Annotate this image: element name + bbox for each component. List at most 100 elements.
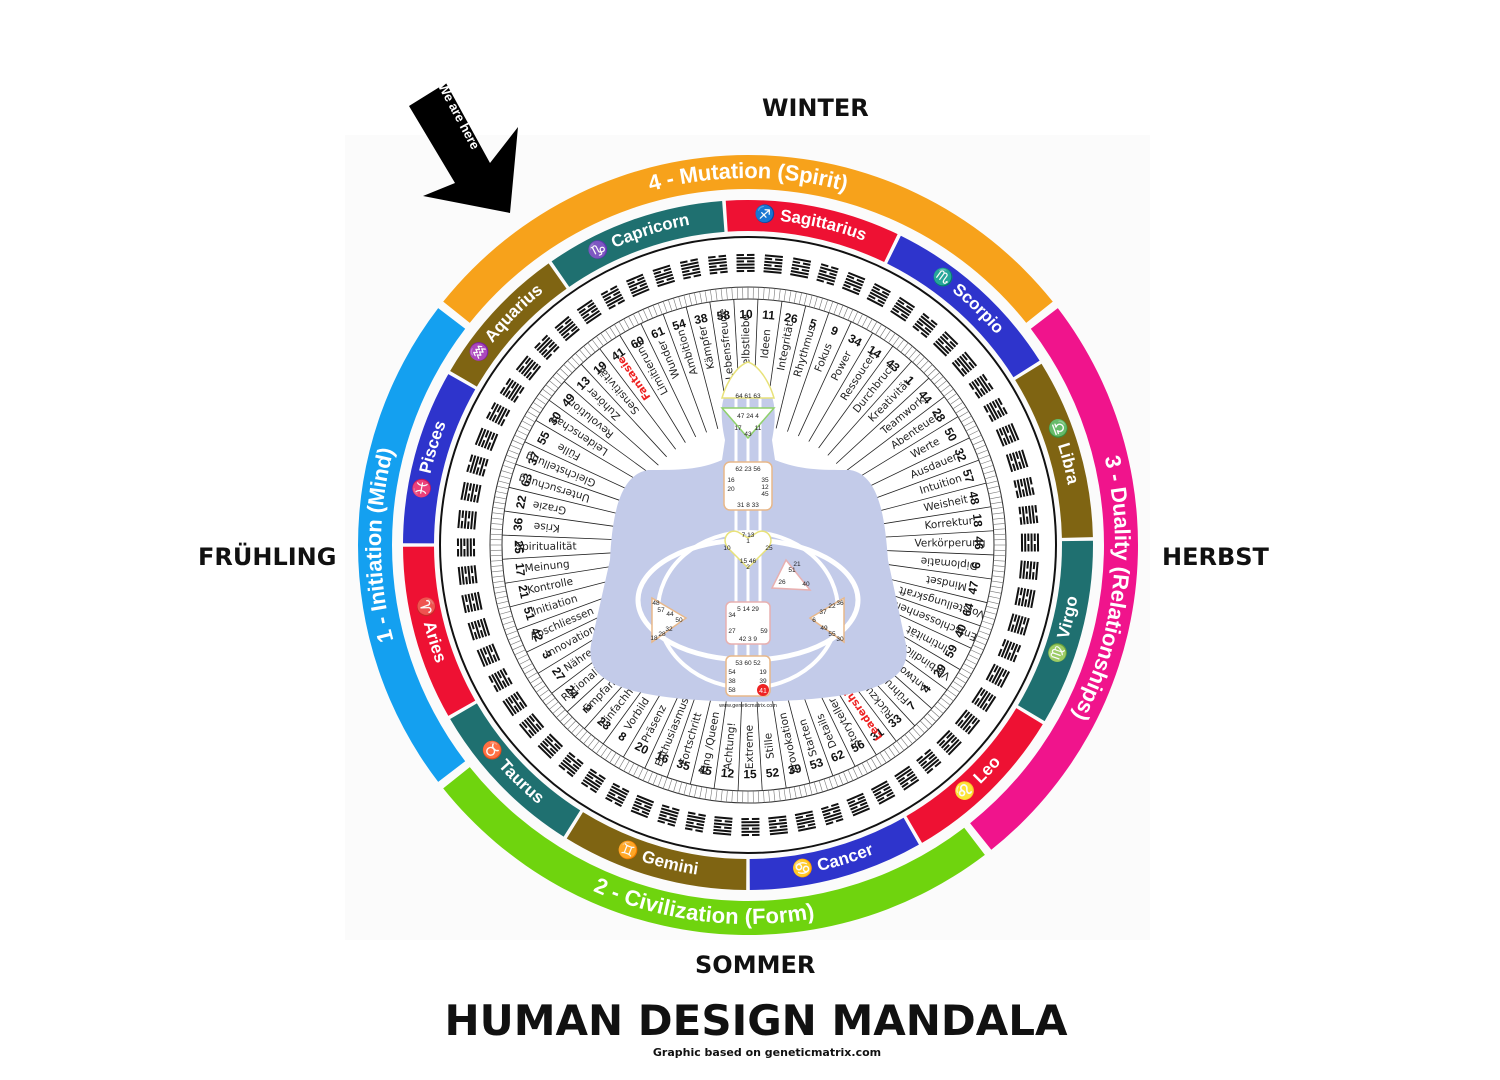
gate-number: 64: [959, 601, 976, 618]
zodiac-segment-sagittarius: [725, 200, 898, 263]
gate-number: 55: [534, 429, 553, 448]
gate-number: 34: [846, 331, 865, 350]
hexagram-icon: [846, 792, 870, 817]
hexagram-icon: [995, 423, 1020, 447]
gate-number: 12: [720, 766, 735, 781]
hexagram-icon: [820, 802, 844, 826]
gate-label: 44: [666, 611, 674, 618]
gate-keyword: Verkörperung: [914, 537, 985, 550]
gate-label: 40: [802, 581, 810, 588]
hexagram-icon: [679, 258, 702, 280]
gate-label: 37: [819, 609, 827, 616]
quarter-segment: [358, 308, 466, 782]
gate-label: 15 46: [740, 558, 757, 565]
gate-number: 20: [633, 739, 652, 758]
gate-label: 27: [728, 628, 736, 635]
season-label-autumn: HERBST: [1162, 543, 1269, 571]
gate-number: 60: [628, 333, 647, 352]
hexagram-icon: [763, 254, 783, 274]
gate-label: 28: [658, 631, 666, 638]
gate-number: 39: [787, 761, 803, 777]
gate-number: 10: [739, 307, 753, 321]
gate-label: 38: [728, 678, 736, 685]
hexagram-icon: [684, 811, 706, 833]
gate-label: 21: [793, 561, 801, 568]
gate-label: 1: [746, 538, 750, 545]
hexagram-icon: [474, 427, 499, 452]
zodiac-segment-aries: [403, 546, 476, 716]
gate-keyword: Korrektur: [924, 515, 974, 532]
gate-label: 48: [652, 600, 660, 607]
hexagram-icon: [600, 285, 626, 310]
gate-label: 59: [760, 628, 768, 635]
gate-keyword: Spiritualität: [515, 540, 576, 553]
gate-number: 21: [515, 584, 531, 600]
quarter-segment: [970, 308, 1138, 850]
gate-label: 58: [728, 687, 736, 694]
zodiac-segment-aquarius: [450, 263, 567, 387]
gate-label: 7 13: [742, 532, 755, 539]
gate-keyword: Meinung: [524, 558, 570, 575]
gate-number: 40: [951, 622, 969, 640]
gate-number: 25: [512, 540, 526, 554]
hexagram-icon: [951, 351, 978, 377]
hexagram-icon: [457, 510, 477, 530]
gate-keyword: Selbstliebe: [740, 314, 753, 372]
gate-label: 42 3 9: [739, 636, 757, 643]
hexagram-icon: [713, 816, 733, 836]
gate-label: 62 23 56: [735, 466, 761, 473]
hexagram-icon: [515, 355, 542, 381]
hexagram-icon: [841, 271, 866, 296]
hexagram-icon: [657, 804, 680, 827]
hexagram-icon: [502, 691, 528, 717]
hexagram-icon: [968, 373, 994, 399]
gate-number: 58: [716, 308, 731, 323]
season-label-spring: FRÜHLING: [198, 543, 337, 571]
gate-label: 30: [836, 636, 844, 643]
zodiac-segment-pisces: [403, 374, 476, 544]
gate-label: 54: [728, 669, 736, 676]
gate-label: 10: [723, 545, 731, 552]
zodiac-segment-virgo: [1017, 540, 1093, 722]
zodiac-segment-scorpio: [887, 235, 1040, 378]
gate-keyword: Diplomatie: [920, 555, 978, 572]
gate-keyword: Stille: [762, 732, 777, 759]
gate-label: 6: [812, 617, 816, 624]
page-title: HUMAN DESIGN MANDALA: [444, 996, 1068, 1045]
gate-number: 17: [512, 562, 527, 577]
gate-keyword: Extreme: [744, 725, 756, 769]
hexagram-icon: [870, 780, 896, 805]
head-center: [721, 361, 775, 399]
quarter-segment: [443, 767, 985, 935]
gate-label: 17: [734, 425, 742, 432]
throat-center: [723, 461, 773, 511]
gate-label: 12: [761, 484, 769, 491]
hexagram-icon: [461, 591, 483, 614]
hexagram-icon: [708, 254, 728, 275]
credit-line: Graphic based on geneticmatrix.com: [652, 1046, 882, 1059]
hexagram-icon: [736, 253, 755, 273]
hexagram-icon: [457, 565, 478, 585]
hexagram-icon: [890, 296, 916, 322]
gate-label: 51: [788, 567, 796, 574]
hexagram-icon: [866, 283, 891, 308]
gate-number: 42: [528, 626, 546, 644]
zodiac-segment-gemini: [566, 812, 747, 890]
gate-number: 56: [849, 737, 868, 756]
hexagram-icon: [605, 782, 630, 807]
gate-label: 55: [828, 631, 836, 638]
hexagram-icon: [971, 687, 997, 713]
gate-label: 36: [836, 600, 844, 607]
hexagram-icon: [790, 257, 812, 279]
gate-number: 46: [972, 536, 986, 550]
hexagram-icon: [630, 794, 655, 819]
hexagram-icon: [554, 315, 580, 342]
ajna-center: [720, 407, 776, 440]
gate-number: 18: [970, 513, 985, 528]
gate-number: 11: [762, 308, 776, 323]
gate-label: 45: [761, 491, 769, 498]
gate-number: 9: [829, 323, 841, 339]
gate-label: 11: [755, 425, 762, 432]
hexagram-icon: [794, 810, 817, 832]
